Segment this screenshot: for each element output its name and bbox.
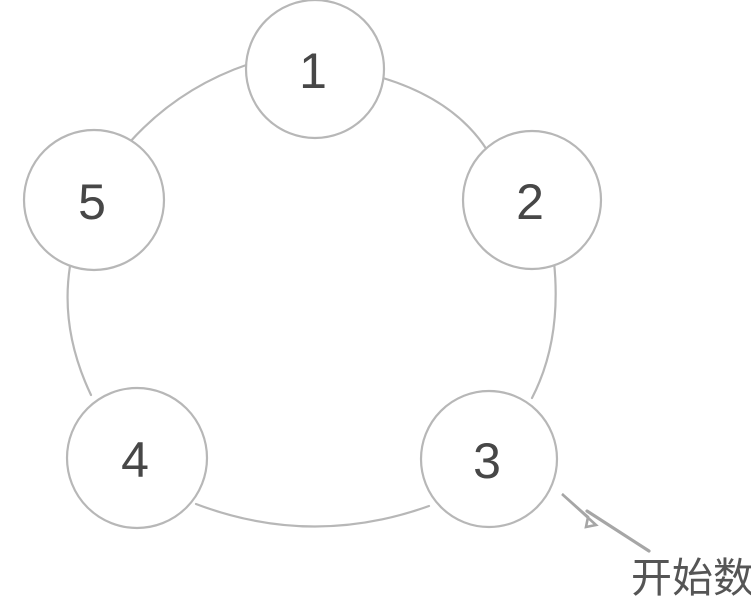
- node-label-group: 1 2 3 4 5: [78, 43, 544, 489]
- node-circle-4[interactable]: [65, 386, 209, 530]
- edge-2-to-3: [530, 260, 557, 400]
- node-label-5: 5: [78, 174, 106, 230]
- node-label-3: 3: [473, 433, 501, 489]
- annotation-arrow-shaft: [585, 509, 651, 553]
- annotation-arrow-group: [561, 493, 651, 553]
- annotation-arrowhead-icon: [561, 493, 599, 529]
- node-label-2: 2: [516, 174, 544, 230]
- edge-group: [66, 62, 557, 528]
- edge-5-to-1: [127, 62, 251, 145]
- edge-1-to-2: [381, 76, 489, 152]
- edge-4-to-5: [66, 264, 93, 397]
- edge-3-to-4: [194, 502, 431, 528]
- node-circle-1[interactable]: [244, 0, 386, 140]
- annotation-label-start-count: 开始数: [631, 554, 751, 602]
- node-group: [22, 0, 603, 530]
- node-circle-5[interactable]: [22, 128, 166, 272]
- node-circle-2[interactable]: [461, 129, 603, 271]
- node-label-4: 4: [121, 432, 149, 488]
- node-label-1: 1: [299, 43, 327, 99]
- node-circle-3[interactable]: [419, 389, 559, 529]
